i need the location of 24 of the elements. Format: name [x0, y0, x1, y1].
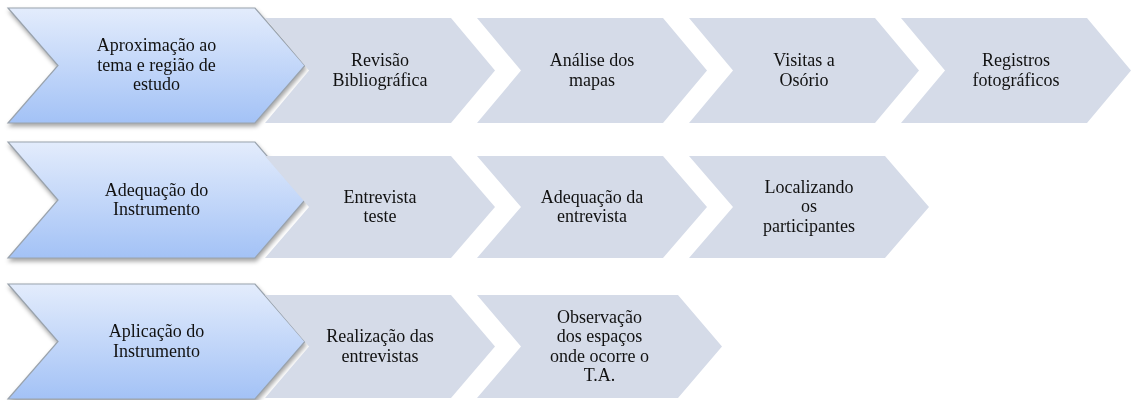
step-label: Visitas a Osório	[772, 49, 836, 92]
step-label: Observação dos espaços onde ocorre o T.A.	[549, 305, 650, 387]
step-panel	[477, 18, 707, 123]
main-step-panel	[8, 8, 305, 123]
step-panel	[689, 156, 929, 258]
step-label: Realização das entrevistas	[325, 325, 435, 368]
step-label: Registros fotográficos	[971, 49, 1061, 92]
step-panel	[265, 18, 495, 123]
step-panel	[477, 295, 722, 398]
main-step-panel	[8, 284, 305, 399]
step-label: Aplicação do Instrumento	[107, 320, 206, 363]
step-label: Revisão Bibliográfica	[331, 49, 429, 92]
main-step-panel	[8, 142, 305, 258]
step-label: Entrevista teste	[342, 185, 418, 228]
step-label: Análise dos mapas	[548, 49, 636, 92]
step-label: Aproximação ao tema e região de estudo	[95, 34, 218, 97]
step-panel	[901, 18, 1131, 123]
step-panel	[689, 18, 919, 123]
step-label: Adequação do Instrumento	[103, 178, 210, 221]
step-label: Localizando os participantes	[762, 175, 856, 238]
step-panel	[265, 156, 495, 258]
step-panel	[477, 156, 707, 258]
step-panel	[265, 295, 495, 398]
step-label: Adequação da entrevista	[539, 185, 645, 228]
